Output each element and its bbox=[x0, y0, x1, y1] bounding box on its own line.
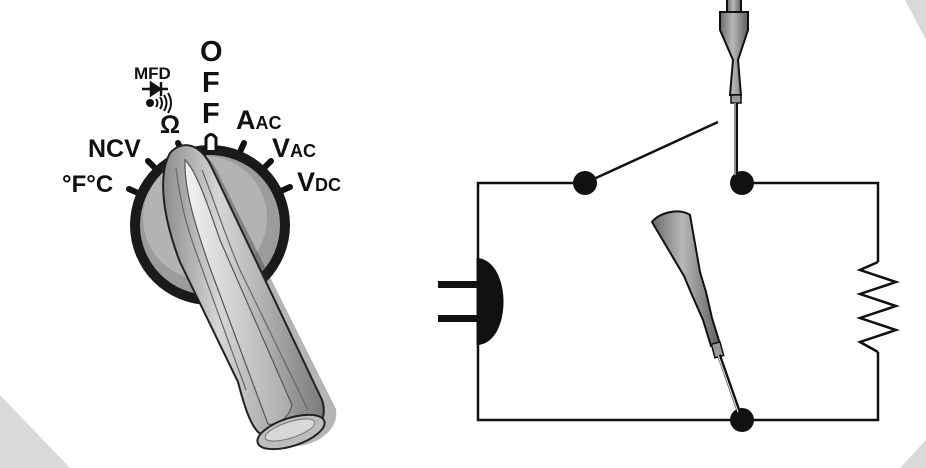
background-corner-bottom-left bbox=[0, 395, 70, 468]
probe-top bbox=[719, 0, 749, 175]
label-volts-dc: VDC bbox=[297, 167, 341, 197]
background-corner-bottom-right bbox=[900, 440, 926, 468]
node-switch-right bbox=[730, 171, 754, 195]
label-amps-ac: AAC bbox=[236, 105, 282, 135]
plug-icon bbox=[438, 258, 504, 345]
diode-icon bbox=[142, 80, 168, 98]
label-temperature: °F°C bbox=[62, 171, 113, 198]
probe-bottom bbox=[650, 210, 741, 413]
label-off-f2: F bbox=[202, 98, 220, 130]
background-corner-top-right bbox=[905, 0, 926, 40]
circuit bbox=[476, 181, 880, 422]
wire-top-left bbox=[476, 181, 585, 258]
label-off-f1: F bbox=[202, 67, 220, 99]
label-volts-ac: VAC bbox=[272, 133, 316, 163]
wire-right-bottom bbox=[742, 352, 880, 422]
switch-lever bbox=[584, 120, 719, 185]
rotary-dial: MFD Ω NCV °F°C O F F AAC VAC VDC bbox=[62, 36, 341, 451]
node-switch-left bbox=[573, 171, 597, 195]
wire-top-right bbox=[742, 181, 880, 262]
node-bottom bbox=[730, 408, 754, 432]
resistor-icon bbox=[856, 260, 900, 354]
wire-bottom-left bbox=[476, 345, 742, 422]
label-ohm: Ω bbox=[160, 111, 180, 139]
label-mfd: MFD bbox=[134, 64, 171, 83]
label-off-o: O bbox=[200, 36, 223, 68]
label-ncv: NCV bbox=[88, 135, 141, 163]
off-marker bbox=[204, 133, 218, 150]
continuity-icon bbox=[146, 92, 172, 114]
